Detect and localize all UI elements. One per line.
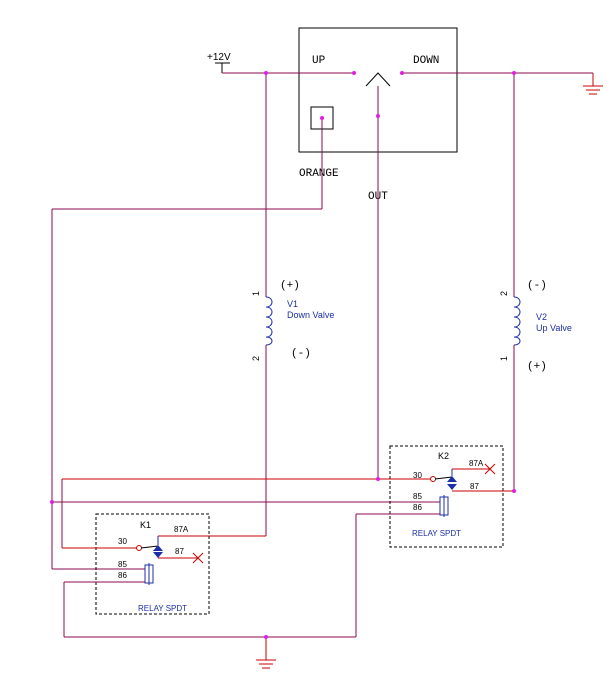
node-k2-87-v2	[512, 489, 516, 493]
k2-contact-arrow-down	[447, 484, 457, 490]
v2-coil	[513, 296, 521, 346]
junction-nodes	[50, 71, 516, 639]
k1-contact-arrow-up	[153, 545, 163, 551]
v2-sign-bottom: (+)	[527, 361, 547, 373]
k1-pin-85: 85	[118, 560, 127, 569]
node-down-terminal	[400, 71, 404, 75]
v2-desc: Up Valve	[536, 323, 572, 333]
node-up-terminal	[352, 71, 356, 75]
v1-coil	[265, 296, 273, 346]
node-ground-bus	[264, 635, 268, 639]
k1-contact-30	[136, 545, 142, 551]
supply-label: +12V	[207, 52, 231, 63]
switch-down-label: DOWN	[413, 55, 439, 67]
k1-pin-87a: 87A	[174, 525, 189, 534]
v1-pin-bottom: 2	[251, 356, 261, 361]
k1-arm	[140, 545, 159, 549]
k2-pin-85: 85	[413, 492, 422, 501]
k2-relay-box	[389, 445, 504, 548]
node-out-k2-30	[376, 477, 380, 481]
v1-sign-top: (+)	[280, 280, 300, 292]
v2-name: V2	[536, 312, 547, 322]
switch-orange-label: ORANGE	[299, 168, 339, 180]
k2-pin-86: 86	[413, 503, 422, 512]
node-out-terminal	[376, 114, 380, 118]
k2-type: RELAY SPDT	[412, 529, 461, 538]
k1-type: RELAY SPDT	[138, 604, 187, 613]
k1-pin-30: 30	[118, 537, 127, 546]
v1-name: V1	[287, 299, 298, 309]
k2-arm	[434, 476, 453, 480]
k2-contact-arrow-up	[447, 476, 457, 482]
k2-pin-30: 30	[413, 471, 422, 480]
node-left-bus	[50, 500, 54, 504]
v2-pin-top: 2	[499, 291, 509, 296]
k2-contact-30	[430, 476, 436, 482]
k2-pin-87a: 87A	[469, 459, 484, 468]
v1-sign-bottom: (-)	[291, 348, 311, 360]
k2-87a-open-x	[484, 463, 496, 475]
switch-up-label: UP	[312, 55, 326, 67]
k1-pin-87: 87	[175, 547, 184, 556]
node-supply-v1	[264, 71, 268, 75]
k1-pin-86: 86	[118, 571, 127, 580]
v1-pin-top: 1	[251, 291, 261, 296]
k1-name: K1	[140, 520, 151, 530]
k1-87-open-x	[192, 552, 204, 564]
k2-name: K2	[438, 451, 449, 461]
v2-pin-bottom: 1	[499, 356, 509, 361]
v1-desc: Down Valve	[287, 310, 334, 320]
k2-pin-87: 87	[470, 482, 479, 491]
v2-sign-top: (-)	[527, 280, 547, 292]
k1-relay-box	[95, 513, 210, 615]
switch-lever	[365, 72, 391, 87]
node-orange-terminal	[320, 116, 324, 120]
node-down-v2	[512, 71, 516, 75]
k1-contact-arrow-down	[153, 552, 163, 558]
